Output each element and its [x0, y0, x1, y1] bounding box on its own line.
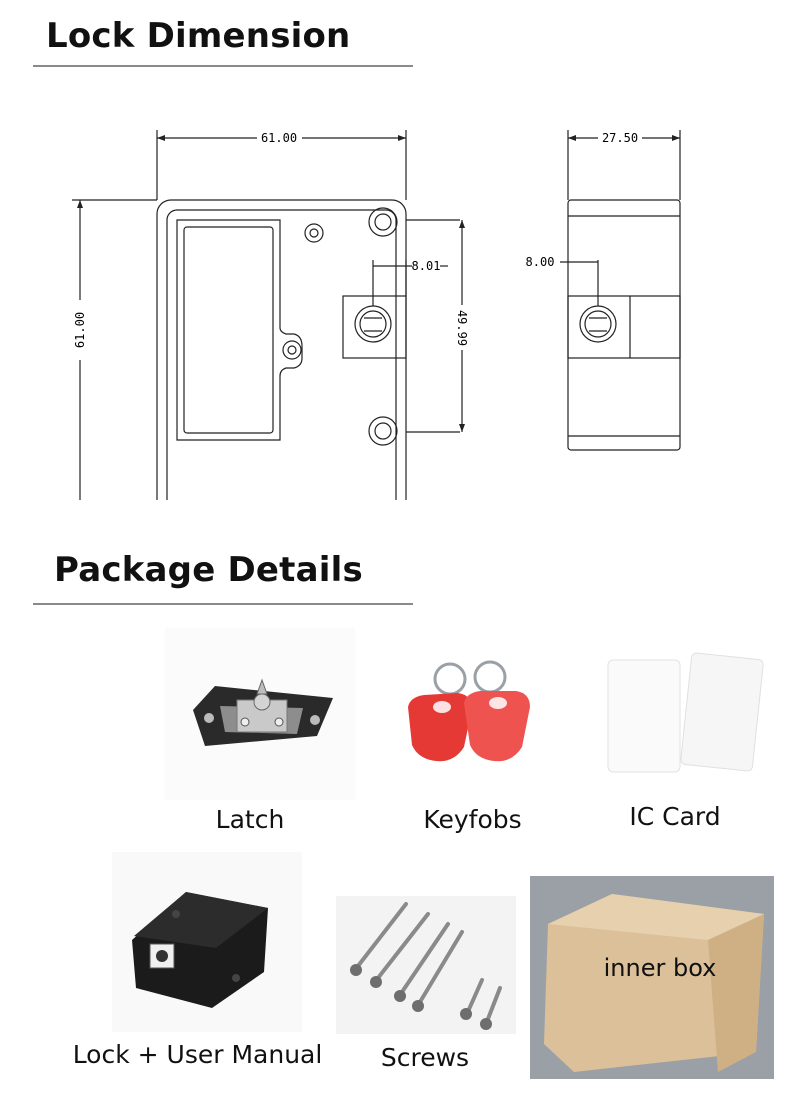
keyfobs-label: Keyfobs	[423, 805, 522, 834]
latch-label: Latch	[215, 805, 285, 834]
dim-side-offset: 8.00	[526, 255, 555, 269]
recess-panel	[176, 219, 303, 441]
dim-front-height: 61.00	[73, 312, 87, 348]
lock-image	[112, 852, 302, 1032]
dim-front-width: 61.00	[261, 131, 297, 145]
dim-hole-spacing: 49.99	[455, 310, 469, 346]
ic-card-image	[607, 652, 764, 773]
keyfobs-image	[408, 660, 530, 762]
inner-box-label: inner box	[603, 954, 717, 982]
package-details-title: Package Details	[54, 550, 363, 590]
screws-label: Screws	[380, 1043, 470, 1072]
dim-latch-offset: 8.01	[412, 259, 441, 273]
ic-card-label: IC Card	[629, 802, 721, 831]
latch-image	[165, 628, 355, 800]
title-underline	[33, 603, 413, 605]
lock-dimension-drawing: 61.00 61.00 49.99 8.01 27.50 8.00	[72, 130, 681, 500]
front-body-outline	[156, 199, 407, 500]
dim-side-depth: 27.50	[602, 131, 638, 145]
title-underline	[33, 65, 413, 67]
lock-dimension-title: Lock Dimension	[46, 16, 351, 56]
lock-user-manual-label: Lock + User Manual	[72, 1040, 323, 1069]
screws-image	[336, 896, 516, 1034]
inner-box-image	[530, 876, 774, 1079]
